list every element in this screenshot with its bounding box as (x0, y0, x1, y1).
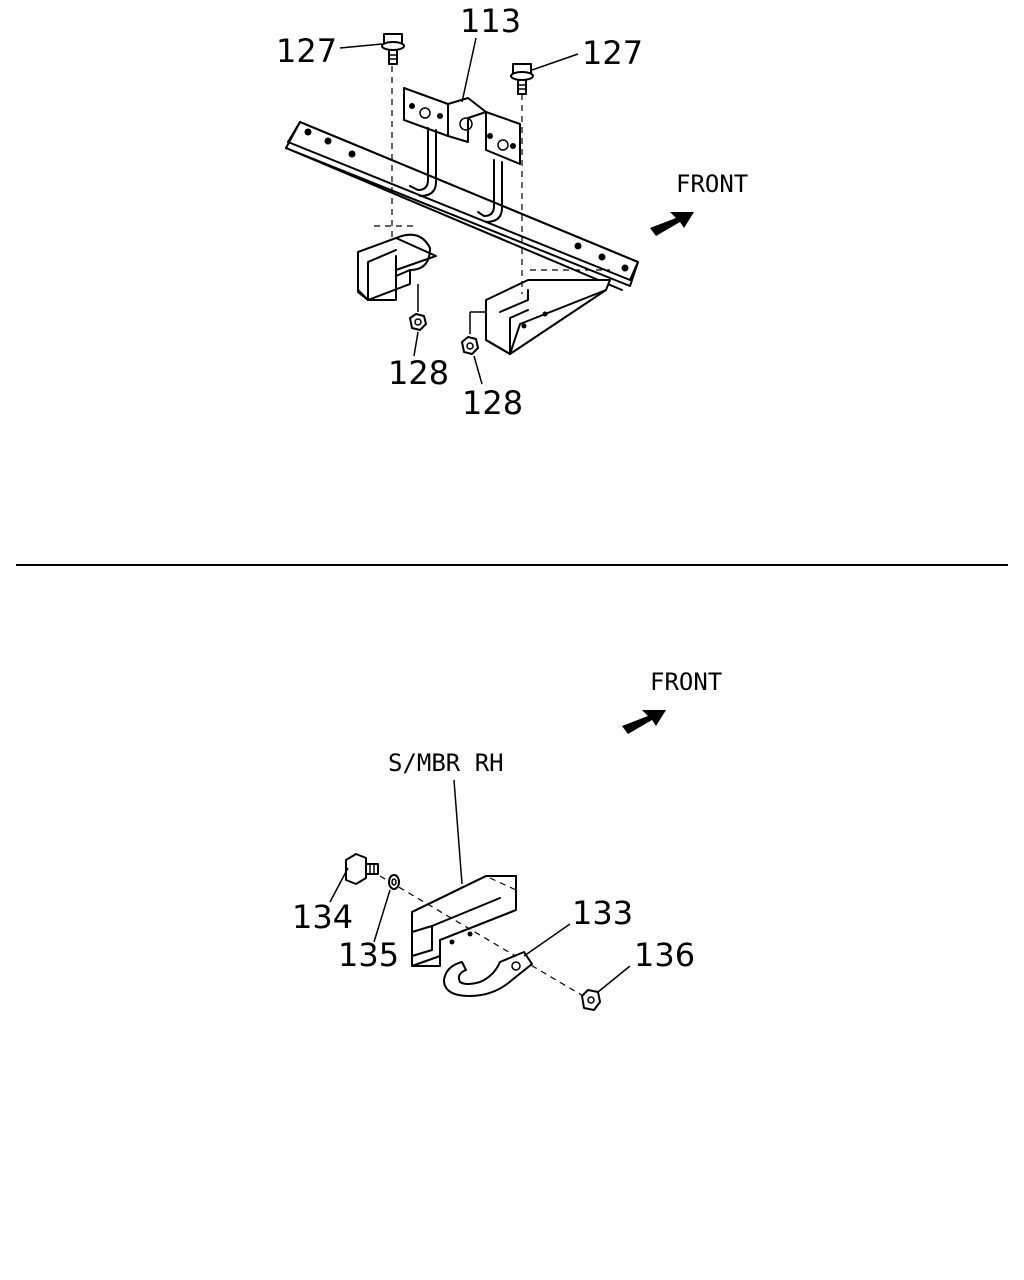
bottom-diagram: S/MBR RH 134 135 133 136 FRONT (292, 668, 722, 1011)
front-label-top: FRONT (676, 170, 748, 198)
top-diagram: 113 127 127 128 128 FRONT (276, 2, 748, 422)
front-arrow-icon (650, 212, 694, 236)
callout-134: 134 (292, 898, 353, 936)
front-label-bottom: FRONT (650, 668, 722, 696)
nut-128-right (461, 336, 479, 355)
leader-113 (461, 37, 477, 103)
callout-136: 136 (634, 936, 695, 974)
leader-133 (523, 923, 571, 957)
callout-128-left: 128 (388, 354, 449, 392)
cross-member-rail (285, 121, 639, 291)
nut-136 (581, 989, 601, 1011)
leader-127-right (531, 53, 579, 71)
leader-135 (373, 889, 391, 943)
callout-113: 113 (460, 2, 521, 40)
callout-133: 133 (572, 894, 633, 932)
leader-smbr (453, 779, 463, 885)
bracket-113 (403, 87, 521, 223)
bolt-axis (379, 875, 591, 1001)
tow-hook-133 (443, 951, 533, 997)
front-arrow-icon (622, 710, 666, 734)
callout-127-left: 127 (276, 32, 337, 70)
bolt-127-right (510, 63, 534, 95)
frame-left (357, 225, 437, 312)
side-member-label: S/MBR RH (388, 749, 504, 777)
callout-128-right: 128 (462, 384, 523, 422)
leader-127-left (339, 43, 383, 49)
frame-right (469, 269, 611, 355)
leader-136 (597, 965, 631, 993)
leader-134 (329, 867, 349, 903)
bolt-127-left (381, 33, 405, 65)
callout-135: 135 (338, 936, 399, 974)
leader-128-left (413, 331, 419, 357)
washer-135 (388, 874, 400, 890)
side-member-rh (411, 875, 517, 967)
bolt-134 (345, 853, 379, 885)
leader-128-right (473, 355, 483, 385)
nut-128-left (409, 313, 427, 331)
callout-127-right: 127 (582, 34, 643, 72)
